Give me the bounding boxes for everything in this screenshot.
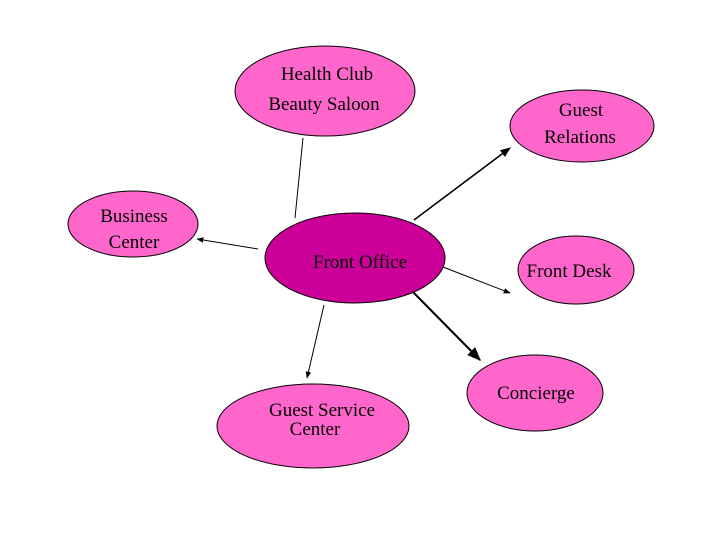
node-business-center-label-line-1: Business bbox=[100, 206, 168, 227]
node-business-center-ellipse bbox=[67, 190, 199, 258]
edge-front-office-to-front-desk bbox=[442, 266, 511, 294]
node-guest-service-center-label-line-1: Guest Service bbox=[269, 400, 375, 421]
edge-front-office-to-health-club bbox=[294, 137, 304, 219]
edge-front-office-to-guest-relations bbox=[413, 147, 511, 221]
edge-front-office-to-business-center bbox=[196, 237, 259, 250]
node-concierge: Concierge bbox=[466, 354, 604, 432]
node-health-club-label-line-2: Beauty Saloon bbox=[268, 94, 380, 115]
node-health-club-ellipse bbox=[234, 45, 416, 137]
node-concierge-label-line-1: Concierge bbox=[497, 383, 575, 404]
node-business-center-label-line-2: Center bbox=[109, 232, 160, 253]
node-health-club-label-line-1: Health Club bbox=[281, 64, 373, 85]
node-guest-relations-ellipse bbox=[509, 89, 655, 163]
node-guest-service-center-label-line-2: Center bbox=[290, 419, 341, 440]
node-front-desk: Front Desk bbox=[517, 235, 635, 305]
node-guest-relations-label-line-2: Relations bbox=[544, 127, 616, 148]
node-guest-service-center-ellipse bbox=[216, 383, 410, 469]
node-front-office: Front Office bbox=[264, 212, 446, 304]
node-front-office-label-line-1: Front Office bbox=[313, 252, 407, 273]
node-concierge-ellipse bbox=[466, 354, 604, 432]
node-guest-relations-label-line-1: Guest bbox=[559, 100, 604, 121]
node-front-office-ellipse bbox=[264, 212, 446, 304]
node-front-desk-ellipse bbox=[517, 235, 635, 305]
node-front-desk-label-line-1: Front Desk bbox=[527, 261, 612, 282]
edge-front-office-to-guest-service-center bbox=[305, 304, 325, 379]
edge-front-office-to-concierge bbox=[412, 291, 481, 361]
